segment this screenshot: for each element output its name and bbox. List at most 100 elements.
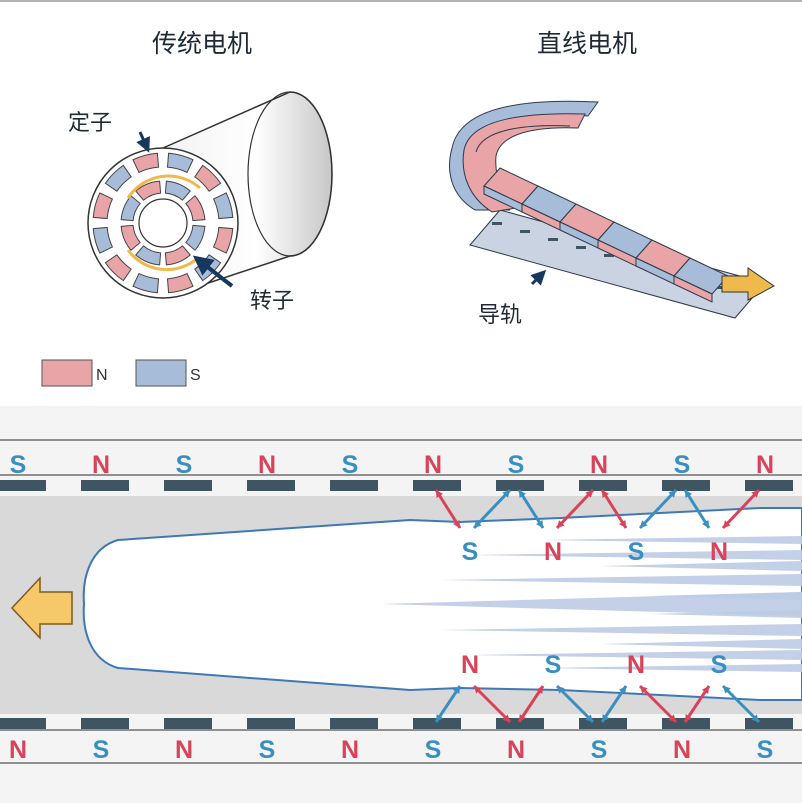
field-streak [380,592,802,616]
bottom-stator-pole-letter: S [93,736,110,764]
bottom-stator-bars [0,718,793,729]
stator-magnet [104,254,132,282]
bottom-stator-pole-letter: S [259,736,276,764]
bottom-stator-bar [330,718,378,729]
rail-slot [520,230,530,233]
stator-magnet [166,272,194,294]
rotor-magnet [135,245,162,266]
stator-magnet [92,192,114,220]
stator-pointer-arrow [136,131,150,153]
legend-swatch-s [135,359,187,387]
mover-magnets [483,167,729,303]
field-streak [650,610,802,618]
field-arrow [721,488,761,530]
legend-label-n: N [96,367,108,384]
field-arrow [434,685,462,723]
bottom-stator-pole-letter: S [591,736,608,764]
top-stator-pole-letter: N [756,451,774,479]
bottom-stator-bar [0,718,46,729]
top-stator-bar [413,480,461,491]
field-arrow [600,489,628,529]
arrow-left-icon [10,576,73,640]
bottom-mover-pole-letter: S [545,651,562,679]
field-streak [600,639,802,649]
rotor-magnet [185,224,206,251]
stator-magnet [166,152,194,174]
rotor-magnet [135,180,162,201]
bottom-stator-bar [413,718,461,729]
bottom-stator-pole-letter: S [425,736,442,764]
magnetic-field-arrows [434,488,761,724]
bottom-stator-pole-letter: N [507,736,525,764]
bottom-mover-pole-letter: S [711,651,728,679]
field-arrow [472,488,512,530]
top-stator-pole-letter: S [674,451,691,479]
field-arrow [638,488,678,530]
field-arrow [683,685,711,723]
top-stator-bars [0,480,793,491]
bottom-stator-pole-letter: N [341,736,359,764]
top-stator-bar [496,480,544,491]
rail-slot [604,254,614,257]
rotor-magnet [185,195,206,222]
stator-magnet [212,226,234,254]
field-streak [600,561,802,571]
field-streak [470,650,802,660]
bottom-stator-bar [164,718,212,729]
rail-pointer-arrow [530,269,547,286]
field-streak [540,664,802,672]
stator-magnet-ring [92,152,234,294]
field-streak [440,574,802,586]
stator-magnet [212,192,234,220]
stator-magnet [194,164,222,192]
rotor-magnet [164,245,191,266]
field-arrow [555,488,595,530]
field-arrow [517,685,545,723]
legend-label-s: S [190,367,201,384]
top-stator-bar [745,480,793,491]
linear-motor-illustration [449,100,775,319]
field-arrow [600,685,628,723]
top-stator-bar [579,480,627,491]
stator-magnet [104,164,132,192]
bottom-stator-bar [496,718,544,729]
bottom-stator-bar [81,718,129,729]
stator-magnet [92,226,114,254]
top-stator-bar [164,480,212,491]
rotor-magnet [164,180,191,201]
top-mover-pole-letter: S [462,538,479,566]
field-lines [380,536,802,672]
field-streak [540,536,802,544]
top-stator-pole-letter: N [258,451,276,479]
linear-motor-title: 直线电机 [537,29,637,58]
top-stator-bar [81,480,129,491]
rail-slot [548,238,558,241]
top-stator-pole-letter: N [92,451,110,479]
stator-label: 定子 [68,111,112,136]
top-stator-bar [247,480,295,491]
motion-arrow-icon [721,267,775,301]
rotor-magnet [120,224,141,251]
field-arrow [721,684,761,724]
bottom-stator-pole-letter: N [673,736,691,764]
bottom-stator-pole-letter: S [757,736,774,764]
rotor-label: 转子 [250,289,294,314]
legend-swatch-n [41,359,93,387]
rail-slot [716,286,726,289]
top-stator-pole-letter: S [10,451,27,479]
field-arrow [517,489,545,529]
top-stator-pole-letter: S [508,451,525,479]
bottom-mover-pole-letter: N [627,651,645,679]
top-mover-pole-letter: N [544,538,562,566]
top-mover-pole-letter: N [710,538,728,566]
top-stator-bar [0,480,46,491]
stator-magnet [132,272,160,294]
field-arrow [555,684,595,724]
rail-slot [576,246,586,249]
rotor-magnet [120,195,141,222]
top-stator-bar [662,480,710,491]
legend: N S [41,359,201,387]
rotary-motor-title: 传统电机 [152,29,252,58]
